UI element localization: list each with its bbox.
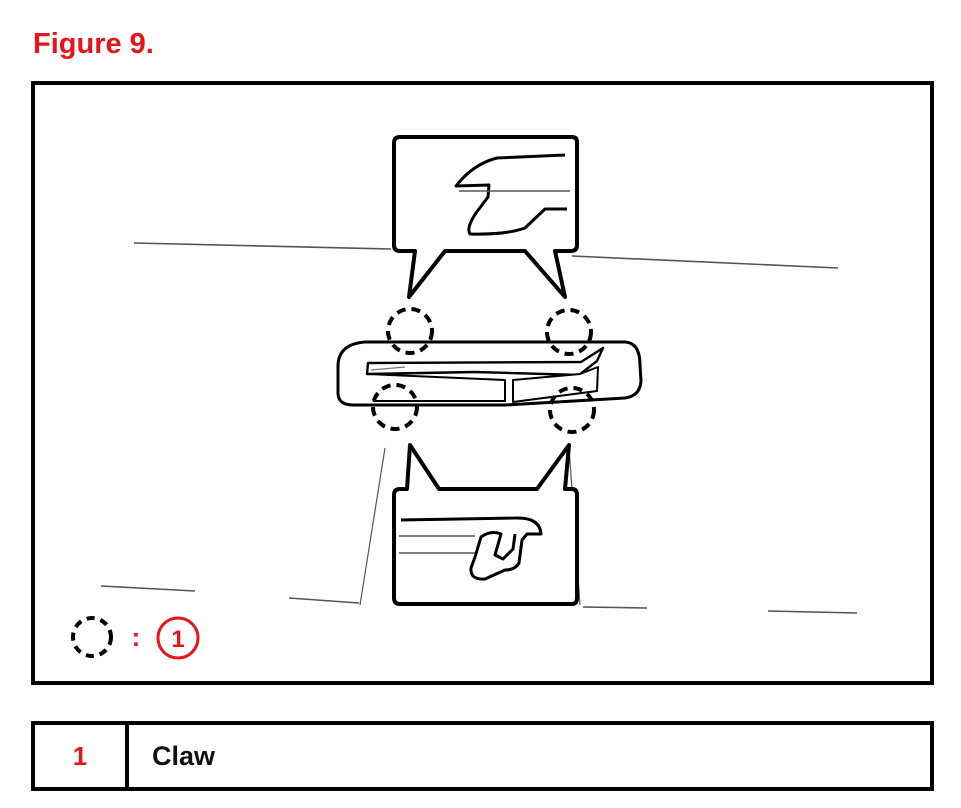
legend-number: 1 xyxy=(31,721,129,791)
callout-number-circle-icon xyxy=(156,616,200,660)
legend-separator: : xyxy=(132,622,141,652)
trim-panel-part xyxy=(336,340,643,407)
legend-description: Claw xyxy=(125,721,934,791)
background-panel-lines xyxy=(100,242,858,614)
figure-title: Figure 9. xyxy=(33,28,154,60)
top-detail-callout xyxy=(392,135,579,299)
diagram-frame: : 1 xyxy=(31,81,934,685)
legend-table: 1 Claw xyxy=(31,721,934,791)
table-row: 1 Claw xyxy=(31,721,934,791)
bottom-detail-callout xyxy=(392,443,579,606)
claw-marker-top-right xyxy=(545,308,593,356)
claw-marker-bottom-left xyxy=(371,383,419,431)
claw-location-markers xyxy=(371,307,596,434)
legend-symbol: : 1 xyxy=(71,616,200,660)
claw-marker-top-left xyxy=(386,307,434,355)
dashed-circle-icon xyxy=(71,616,113,658)
callout-number: 1 xyxy=(171,626,184,653)
claw-marker-bottom-right xyxy=(548,386,596,434)
claw-location-diagram: : 1 xyxy=(71,135,858,660)
